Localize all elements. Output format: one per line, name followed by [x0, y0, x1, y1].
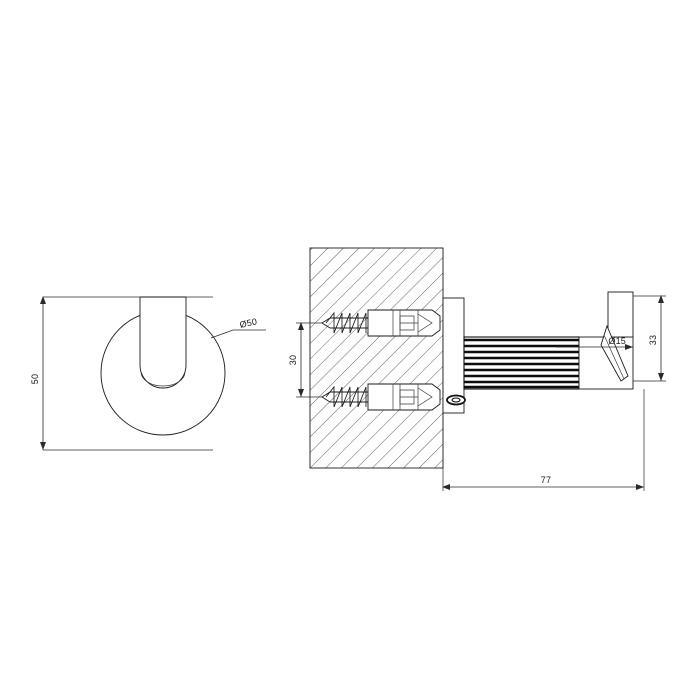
- dimension-label-tip-diameter: Ø15: [608, 336, 626, 346]
- upper-screw-thread: [325, 311, 367, 334]
- tip-upper-block: [607, 291, 634, 338]
- hook-slot-inner-arc: [140, 371, 186, 387]
- dimension-label-projection: 77: [541, 475, 551, 485]
- dimension-label-plate-diameter: Ø50: [239, 316, 258, 329]
- section-view: 30 Ø15: [288, 247, 666, 491]
- upper-anchor: [296, 309, 441, 337]
- svg-text:33: 33: [648, 335, 658, 345]
- cone-tip: [600, 324, 629, 382]
- svg-text:30: 30: [288, 355, 298, 365]
- dimension-label-tip-height: 33: [648, 335, 658, 345]
- lower-screw-thread: [325, 385, 367, 408]
- lower-anchor: [296, 383, 441, 411]
- dimension-label-plate-height: 50: [30, 374, 40, 384]
- leader-plate-diameter: [210, 329, 266, 339]
- svg-text:Ø50: Ø50: [239, 316, 258, 329]
- knurl-hatching: [464, 338, 579, 389]
- svg-text:50: 50: [30, 374, 40, 384]
- grub-screw-inner: [451, 397, 461, 403]
- cone-tip-centreline: [603, 334, 625, 380]
- wall-section: [309, 247, 444, 469]
- hook-slot: [139, 297, 187, 389]
- dimension-label-anchor-spacing: 30: [288, 355, 298, 365]
- front-view: 50 Ø50: [30, 296, 266, 451]
